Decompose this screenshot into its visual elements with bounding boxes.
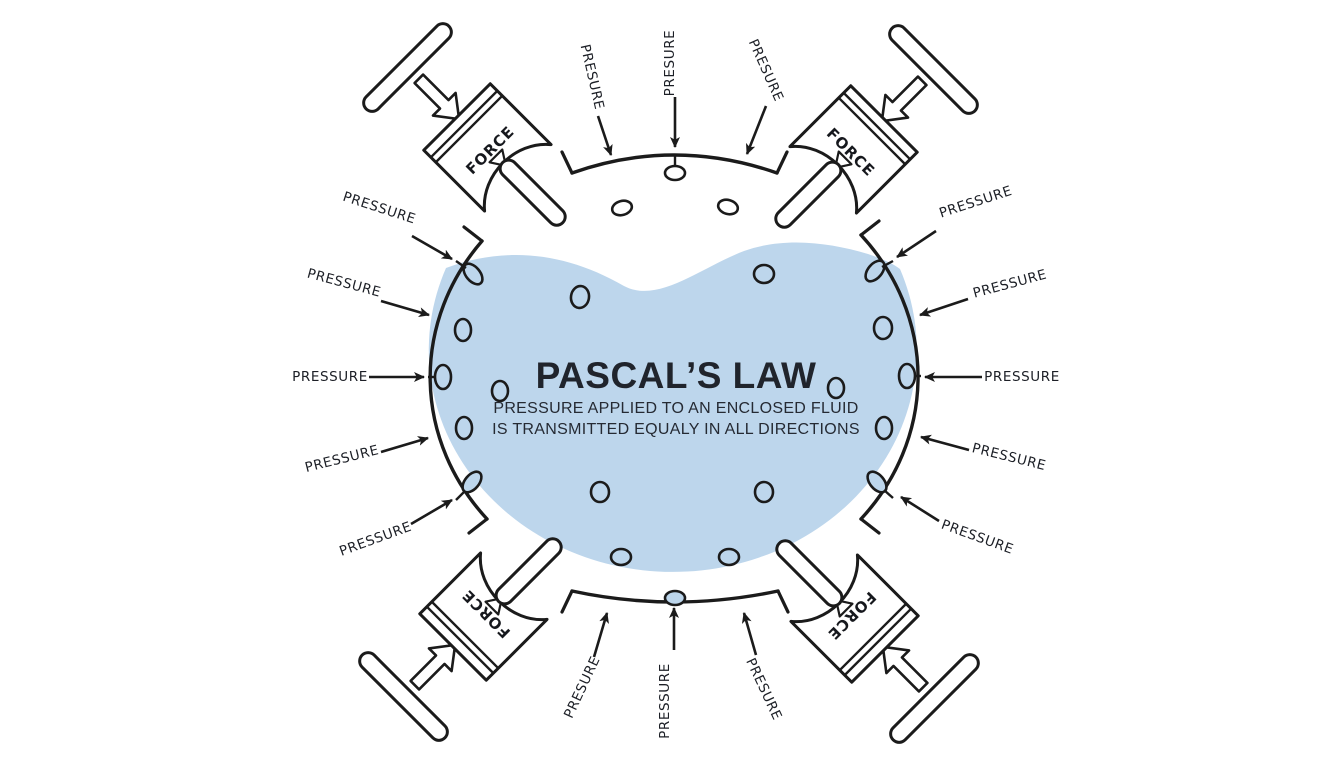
pressure-label-left-4: PRESSURE (303, 442, 380, 476)
pressure-arrow-bottom-right (741, 612, 758, 656)
pressure-label-right-2: PRESSURE (971, 267, 1048, 302)
pressure-label-left-3: PRESSURE (292, 369, 368, 385)
piston-bottom-left: FORCE (358, 537, 563, 742)
pressure-label-right-3: PRESSURE (984, 369, 1060, 385)
bubble (490, 379, 510, 403)
bubble (454, 415, 474, 441)
pressure-arrow-left-1 (411, 234, 453, 261)
bubble (753, 480, 775, 504)
bubble (589, 480, 611, 504)
diagram-subtitle-line2: IS TRANSMITTED EQUALY IN ALL DIRECTIONS (492, 421, 860, 438)
force-arrow-icon (880, 75, 928, 123)
pressure-arrow-left-5 (410, 498, 453, 526)
bubble (826, 376, 846, 400)
pressure-label-top-right: PRESURE (745, 37, 787, 104)
bubble (663, 589, 687, 607)
bubble (872, 315, 894, 341)
pressure-label-left-5: PRESSURE (337, 519, 414, 560)
pressure-label-right-4: PRESSURE (970, 440, 1047, 474)
bubble (717, 547, 741, 567)
bubble (752, 263, 776, 285)
piston-top-left: FORCE (362, 22, 567, 227)
force-arrow-icon (409, 643, 457, 691)
pressure-arrow-top-right (745, 105, 768, 155)
pressure-label-left-2: PRESSURE (305, 266, 382, 301)
enclosed-fluid (428, 242, 917, 572)
pressure-arrow-bottom-left (592, 612, 609, 658)
pressure-label-bottom-center: PRESSURE (657, 663, 673, 739)
pressure-arrow-right-2 (919, 297, 969, 317)
pressure-arrow-top-left (596, 115, 613, 156)
bubble (874, 415, 894, 441)
vessel-wall-left-arc (428, 239, 489, 521)
fluid-bubbles (428, 154, 921, 607)
pressure-arrow-right-5 (900, 495, 940, 523)
diagram-title: PASCAL’S LAW (536, 355, 817, 396)
bubble (663, 164, 687, 182)
pressure-label-left-1: PRESSURE (341, 189, 418, 228)
pressure-arrow-left-4 (380, 436, 429, 454)
bubble (462, 262, 484, 286)
pressure-label-bottom-left: PRESURE (561, 654, 604, 721)
pressure-label-bottom-right: PRESURE (742, 656, 785, 723)
bubble (433, 363, 453, 391)
pressure-label-top-center: PRESURE (662, 30, 678, 97)
bubble (897, 362, 917, 390)
piston-top-right: FORCE (774, 24, 979, 229)
force-arrow-icon (413, 73, 461, 121)
pressure-arrows (369, 97, 982, 658)
bubble (864, 259, 886, 283)
pressure-label-top-left: PRESURE (577, 43, 608, 112)
pressure-arrow-left-2 (380, 299, 430, 317)
pressure-label-right-5: PRESSURE (939, 517, 1016, 558)
piston-bottom-right: FORCE (775, 539, 980, 744)
pressure-arrow-right-1 (896, 229, 937, 259)
force-arrow-icon (881, 645, 929, 693)
pressure-label-right-1: PRESSURE (937, 183, 1014, 222)
pressure-arrow-right-4 (920, 434, 970, 452)
bubble (569, 284, 591, 310)
bubble (453, 317, 473, 343)
bubble (716, 198, 740, 216)
bubble (609, 547, 633, 567)
bubble (610, 199, 634, 217)
diagram-subtitle-line1: PRESSURE APPLIED TO AN ENCLOSED FLUID (493, 400, 858, 417)
